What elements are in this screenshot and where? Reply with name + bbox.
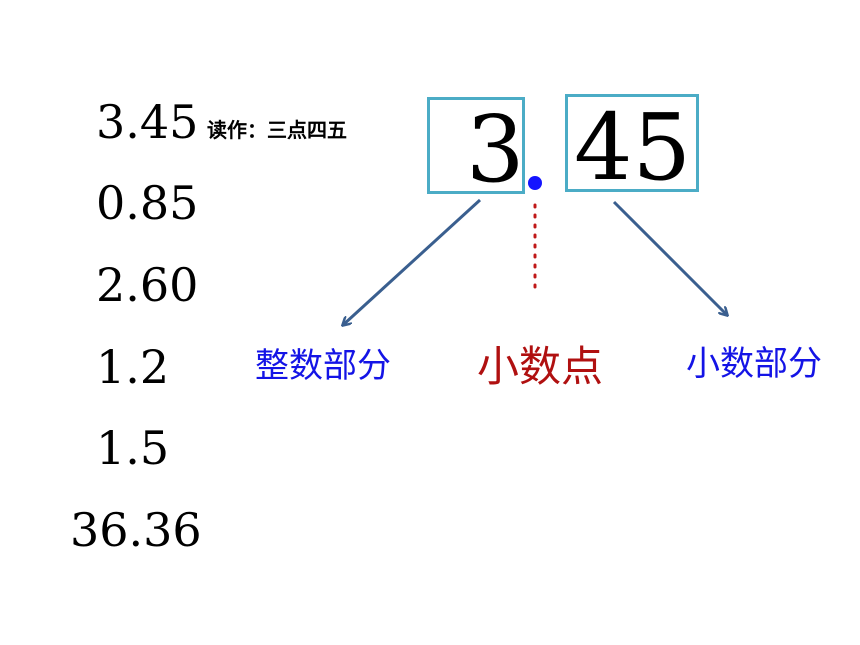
decimal-part-box xyxy=(565,94,699,192)
number-3-45: 3.45 xyxy=(96,95,199,149)
number-36-36: 36.36 xyxy=(70,503,202,557)
number-1-5: 1.5 xyxy=(96,421,170,475)
reading-label: 读作：三点四五 xyxy=(207,118,347,142)
decimal-part-arrow xyxy=(612,200,727,315)
decimal-part-digits: 45 xyxy=(574,94,692,201)
number-0-85: 0.85 xyxy=(96,176,199,230)
number-2-60: 2.60 xyxy=(96,258,199,312)
decimal-point-label: 小数点 xyxy=(477,342,604,391)
number-1-2: 1.2 xyxy=(96,340,170,394)
integer-part-arrow xyxy=(343,198,482,325)
integer-part-box xyxy=(427,97,525,194)
decimal-point-dot xyxy=(528,176,542,190)
decimal-part-label: 小数部分 xyxy=(686,344,822,384)
integer-part-digit: 3 xyxy=(466,96,525,203)
integer-part-label: 整数部分 xyxy=(255,346,391,386)
